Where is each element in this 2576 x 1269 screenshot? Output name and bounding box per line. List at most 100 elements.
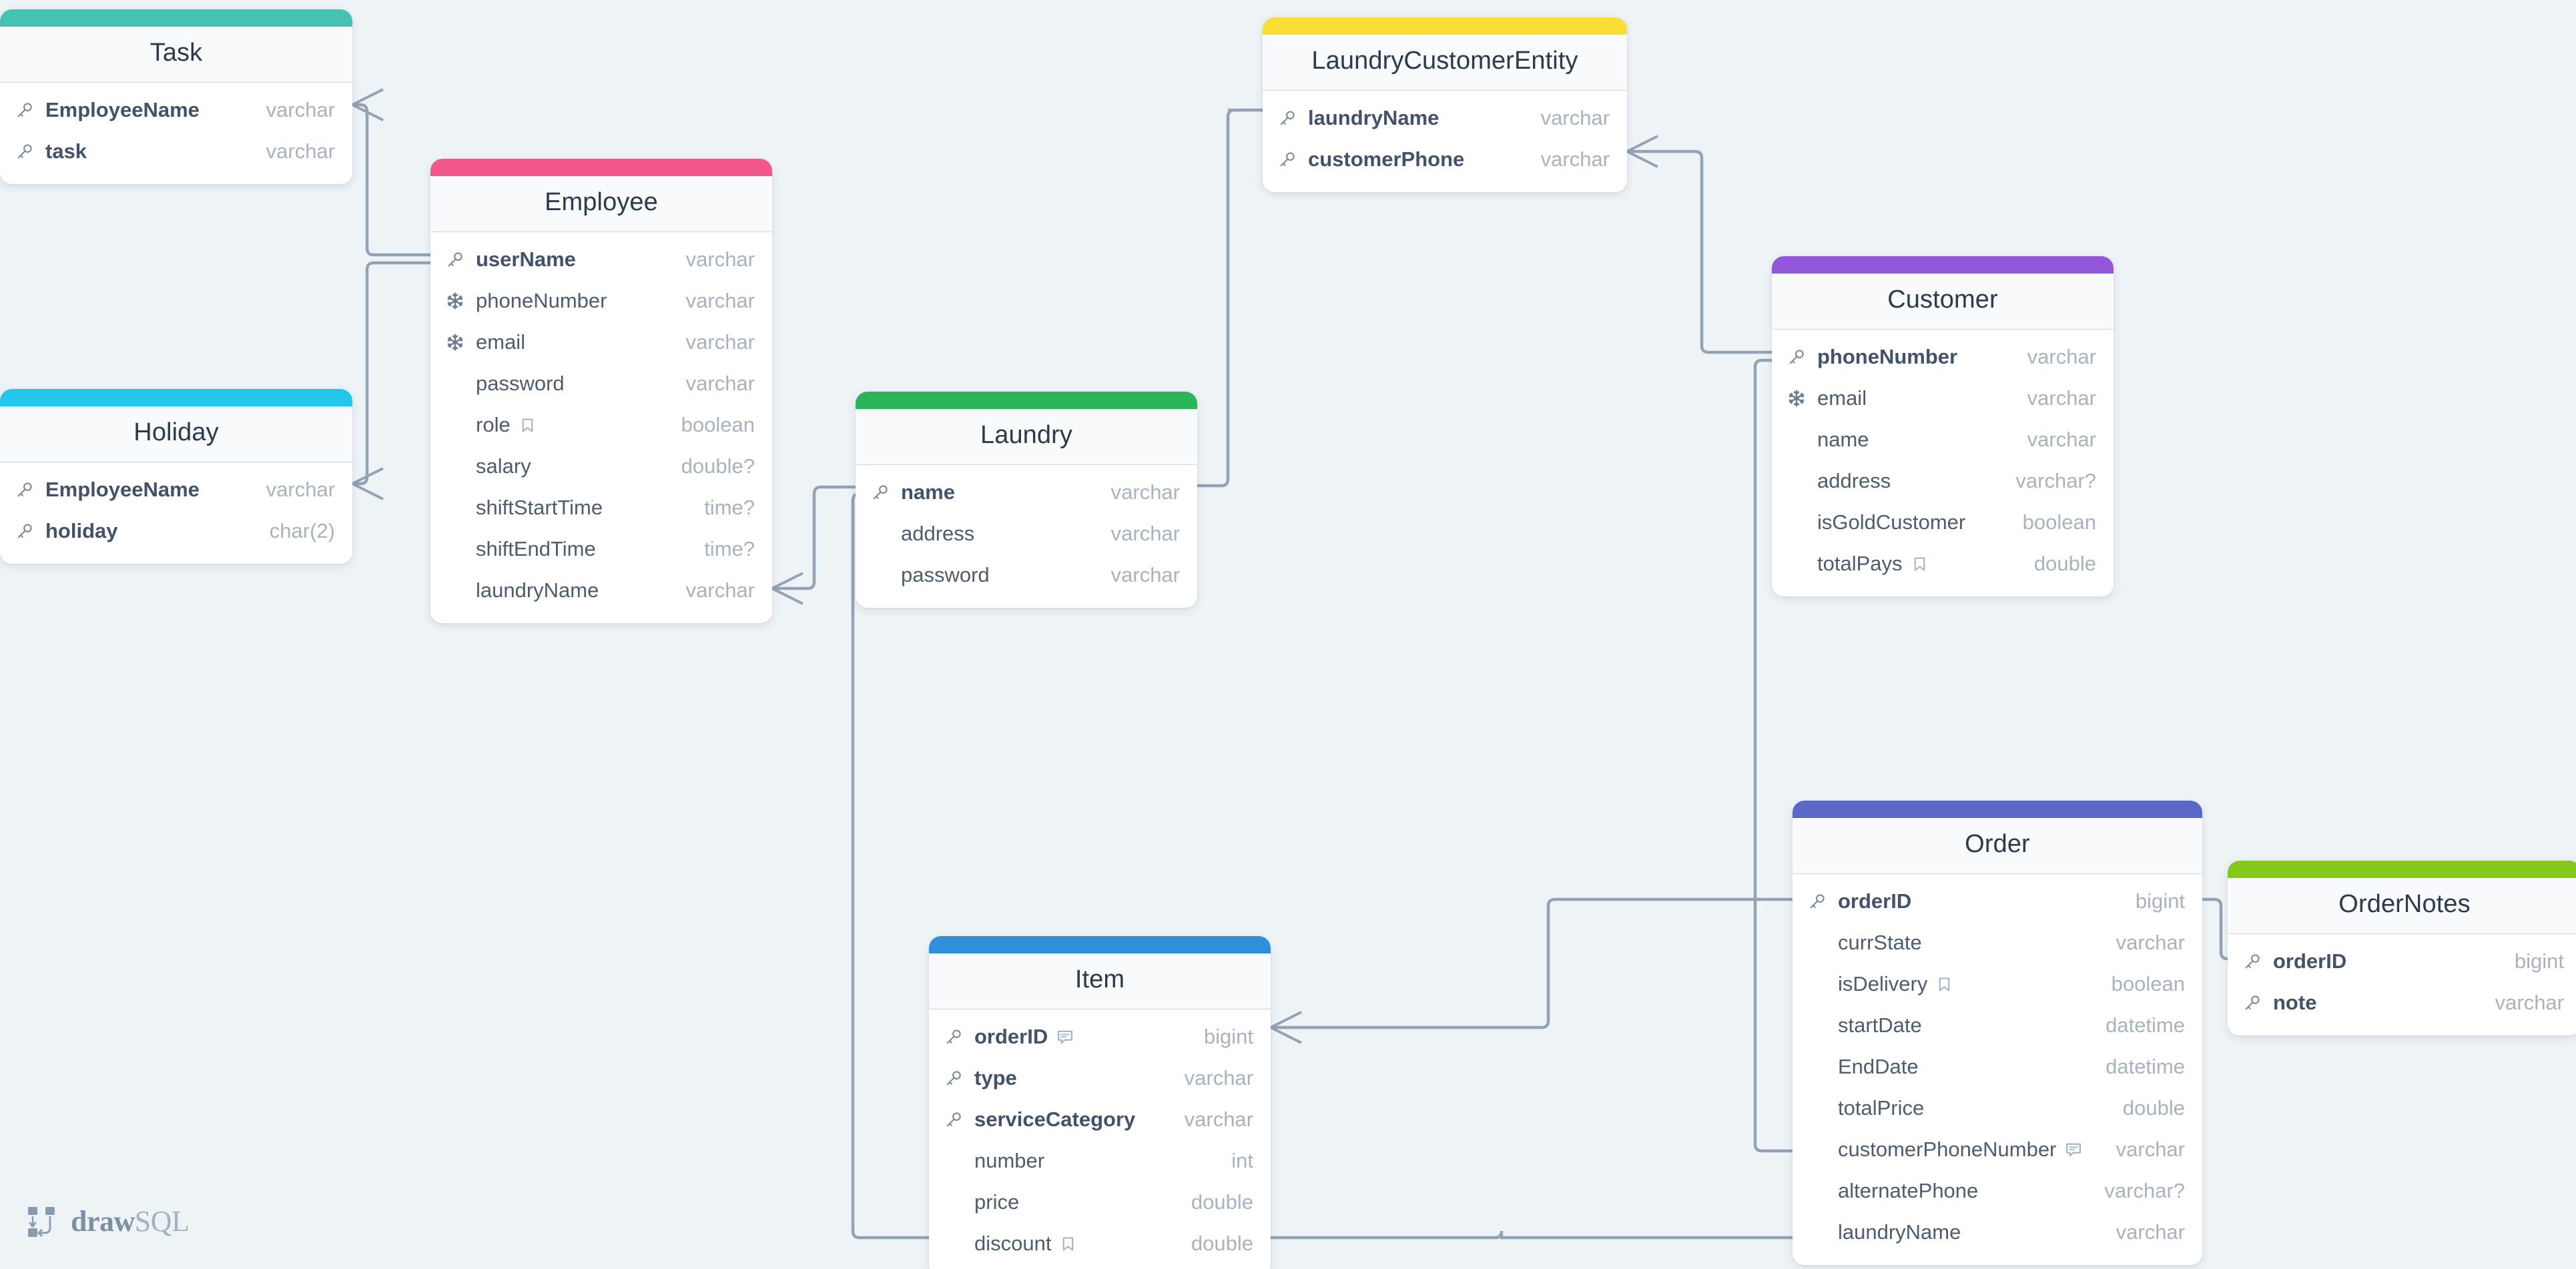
edge-laundry-employee — [772, 485, 856, 590]
column-name: holiday — [45, 519, 118, 542]
column-name: orderID — [974, 1025, 1048, 1048]
column-name-wrap: shiftStartTime — [476, 496, 687, 520]
table-title[interactable]: Item — [929, 953, 1271, 1009]
column-type: double — [1191, 1190, 1253, 1214]
column-name: shiftEndTime — [476, 537, 596, 560]
column-name-wrap: laundryName — [476, 578, 669, 602]
column-type: varchar — [266, 98, 335, 121]
key-icon — [870, 482, 890, 502]
column-name: discount — [974, 1232, 1052, 1255]
column-type: varchar — [1184, 1108, 1253, 1131]
column-name-wrap: price — [974, 1190, 1174, 1214]
column-type: varchar — [2116, 1138, 2185, 1161]
table-title[interactable]: OrderNotes — [2228, 878, 2576, 934]
column-name: isGoldCustomer — [1817, 510, 1966, 534]
edge-employee-holiday — [352, 261, 430, 486]
table-title[interactable]: Task — [0, 27, 352, 83]
column-name: currState — [1838, 931, 1922, 954]
column-marker — [944, 1068, 974, 1088]
table-accent-bar — [430, 159, 772, 176]
table-title[interactable]: LaundryCustomerEntity — [1263, 35, 1627, 91]
column-type: varchar — [1110, 522, 1180, 545]
column-name-wrap: type — [974, 1066, 1167, 1090]
column-name: alternatePhone — [1838, 1179, 1979, 1202]
key-icon — [1277, 108, 1297, 128]
table-accent-bar — [2228, 861, 2576, 878]
column-marker — [15, 141, 45, 161]
column-marker — [1807, 891, 1838, 911]
column-type: int — [1231, 1149, 1253, 1172]
table-title[interactable]: Laundry — [856, 409, 1197, 465]
column-type: double? — [681, 454, 755, 478]
column-name: type — [974, 1066, 1017, 1090]
column-row[interactable]: price double — [929, 1182, 1271, 1223]
crowfoot-lce-cust-b — [1626, 150, 1658, 168]
table-title[interactable]: Customer — [1772, 274, 2114, 330]
column-row[interactable]: type varchar — [929, 1058, 1271, 1099]
column-name: note — [2273, 991, 2317, 1014]
crowfoot-emp-laundry-b — [771, 587, 803, 605]
table-title[interactable]: Holiday — [0, 406, 352, 462]
column-type: varchar — [1540, 106, 1610, 129]
table-title[interactable]: Employee — [430, 176, 772, 232]
logo-text-light: SQL — [134, 1205, 190, 1238]
column-name-wrap: totalPays — [1817, 552, 2017, 576]
column-name-wrap: userName — [476, 248, 669, 272]
column-name: EmployeeName — [45, 478, 200, 501]
column-name: startDate — [1838, 1013, 1922, 1037]
column-type: varchar — [1184, 1066, 1253, 1090]
table-title[interactable]: Order — [1793, 818, 2202, 874]
